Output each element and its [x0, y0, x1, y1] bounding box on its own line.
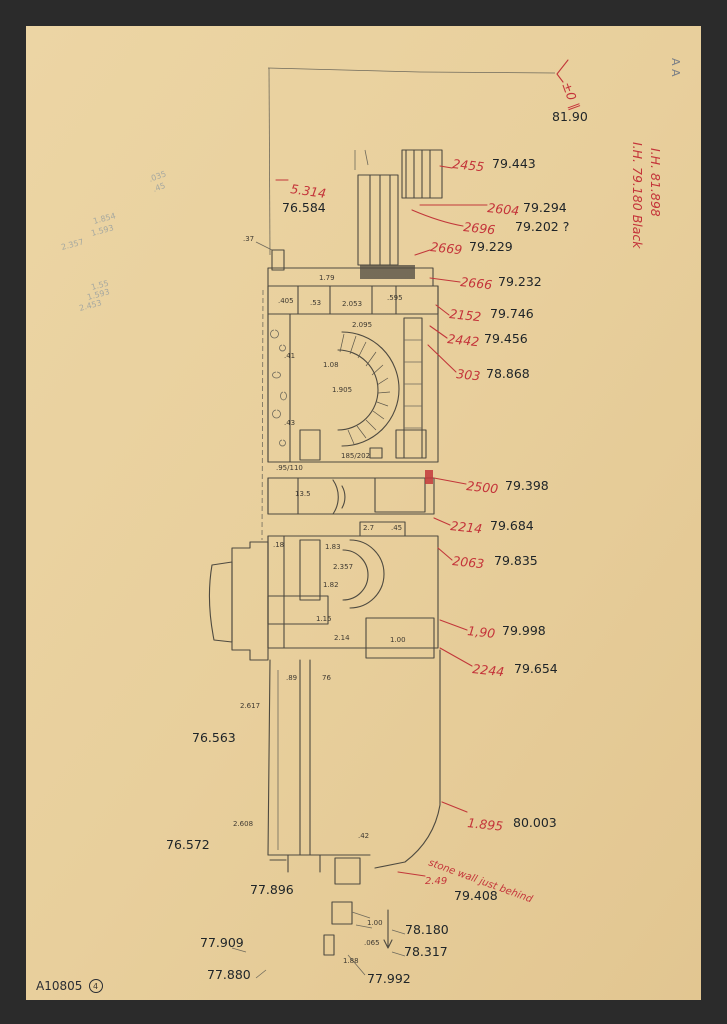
bottom-features	[323, 901, 393, 956]
lower-room	[208, 521, 439, 661]
plan-dimension: .18	[273, 541, 284, 549]
left-levels: 76.584 76.563 76.572 77.896 77.909 77.880	[166, 200, 326, 982]
plan-dimension: 1.83	[325, 543, 341, 551]
plan-dimension: .95/110	[276, 464, 303, 472]
level-value: 79.232	[498, 274, 542, 289]
red-leaders	[275, 165, 488, 877]
level-red-reading: 303	[456, 366, 481, 383]
boundary-line	[261, 289, 264, 541]
level-value: 79.654	[514, 661, 558, 676]
level-value: 80.003	[513, 815, 557, 830]
level-bottom: 79.408	[454, 888, 498, 903]
plan-dimension: .53	[310, 299, 321, 307]
plan-dimension: 1.79	[319, 274, 335, 282]
plan-dimension: 2.617	[240, 702, 260, 710]
level-red-reading: 1,90	[467, 623, 496, 641]
level-value: 79.398	[505, 478, 549, 493]
middle-section	[267, 470, 435, 515]
corner-ref: A A	[669, 58, 682, 77]
plan-dimension: .405	[278, 297, 294, 305]
plan-dimension: 1.82	[323, 581, 339, 589]
bottom-levels: 79.408 78.180 78.317 77.992	[367, 888, 498, 986]
plan-dimension: .595	[387, 294, 403, 302]
red-dimension: 5.314	[290, 181, 328, 201]
level-left: 77.896	[250, 882, 294, 897]
plan-dimension: .065	[364, 939, 380, 947]
plan-dimension: 2.095	[352, 321, 372, 329]
plan-drawing	[208, 67, 556, 979]
plan-dimension: 2.7	[363, 524, 374, 532]
level-value: 79.202 ?	[515, 219, 569, 234]
archive-stamp: A10805	[36, 979, 82, 993]
plan-dimension: .37	[243, 235, 254, 243]
plan-dimension-labels: .37 1.79 .405 .53 2.053 .595 2.095 .41 1.08 1.905…	[233, 235, 406, 965]
level-red-reading: 2214	[450, 518, 483, 536]
level-value: 79.229	[469, 239, 513, 254]
level-red-reading: 2666	[460, 274, 493, 292]
stamp-circle	[89, 979, 103, 993]
level-left: 76.563	[192, 730, 236, 745]
level-value: 78.868	[486, 366, 530, 381]
level-red-reading: 1.895	[467, 815, 504, 834]
plan-dimension: 2.608	[233, 820, 253, 828]
level-bottom: 78.180	[405, 922, 449, 937]
level-value: 79.835	[494, 553, 538, 568]
level-red-reading: 2442	[447, 331, 480, 349]
plan-dimension: .41	[284, 352, 295, 360]
level-red-reading: 2063	[452, 553, 485, 571]
plan-dimension: 13.5	[295, 490, 311, 498]
level-red-reading: 2455	[452, 156, 485, 174]
level-left: 76.572	[166, 837, 210, 852]
plan-dimension: 1.08	[323, 361, 339, 369]
level-bottom: 78.317	[404, 944, 448, 959]
plan-dimension: 76	[322, 674, 331, 682]
top-datum-leader	[556, 59, 569, 83]
plan-dimension: .42	[358, 832, 369, 840]
level-red-reading: 2669	[430, 239, 463, 257]
level-value: 79.443	[492, 156, 536, 171]
boundary-line	[267, 67, 556, 74]
paper-sheet	[26, 26, 701, 1000]
instrument-height-black: I.H. 79.180 Black	[630, 142, 645, 249]
level-red-reading: 2152	[449, 306, 482, 324]
stamp-circle-number: 4	[93, 982, 98, 991]
plan-dimension: 2.053	[342, 300, 362, 308]
plan-dimension: 1.88	[343, 957, 359, 965]
plan-dimension: 1.905	[332, 386, 352, 394]
level-value: 79.684	[490, 518, 534, 533]
plan-dimension: 185/202	[341, 452, 370, 460]
faint-note: .45	[152, 181, 167, 194]
level-left: 77.909	[200, 935, 244, 950]
plan-dimension: 1.00	[390, 636, 406, 644]
plan-dimension: 1.15	[316, 615, 332, 623]
plan-dimension: 2.357	[333, 563, 353, 571]
instrument-height-red: I.H. 81.898	[648, 148, 663, 217]
level-value: 79.746	[490, 306, 534, 321]
level-left: 76.584	[282, 200, 326, 215]
upper-room	[267, 249, 439, 463]
plan-dimension: .89	[286, 674, 297, 682]
level-left: 77.880	[207, 967, 251, 982]
level-value: 79.294	[523, 200, 567, 215]
stone-wall-value: 2.49	[425, 876, 447, 887]
faint-note: 1.55	[90, 279, 110, 292]
plan-dimension: .45	[391, 524, 402, 532]
plan-dimension: 1.00	[367, 919, 383, 927]
level-red-reading: 2604	[487, 200, 520, 218]
level-value: 79.456	[484, 331, 528, 346]
level-value: 79.998	[502, 623, 546, 638]
level-red-reading: 2696	[463, 219, 496, 237]
level-red-reading: 2244	[472, 661, 505, 679]
boundary-line	[268, 67, 271, 256]
plan-dimension: .43	[284, 419, 295, 427]
plan-dimension: 2.14	[334, 634, 350, 642]
level-red-reading: 2500	[466, 478, 499, 496]
south-corridor	[267, 649, 441, 885]
top-datum: 81.90	[552, 109, 588, 124]
level-bottom: 77.992	[367, 971, 411, 986]
